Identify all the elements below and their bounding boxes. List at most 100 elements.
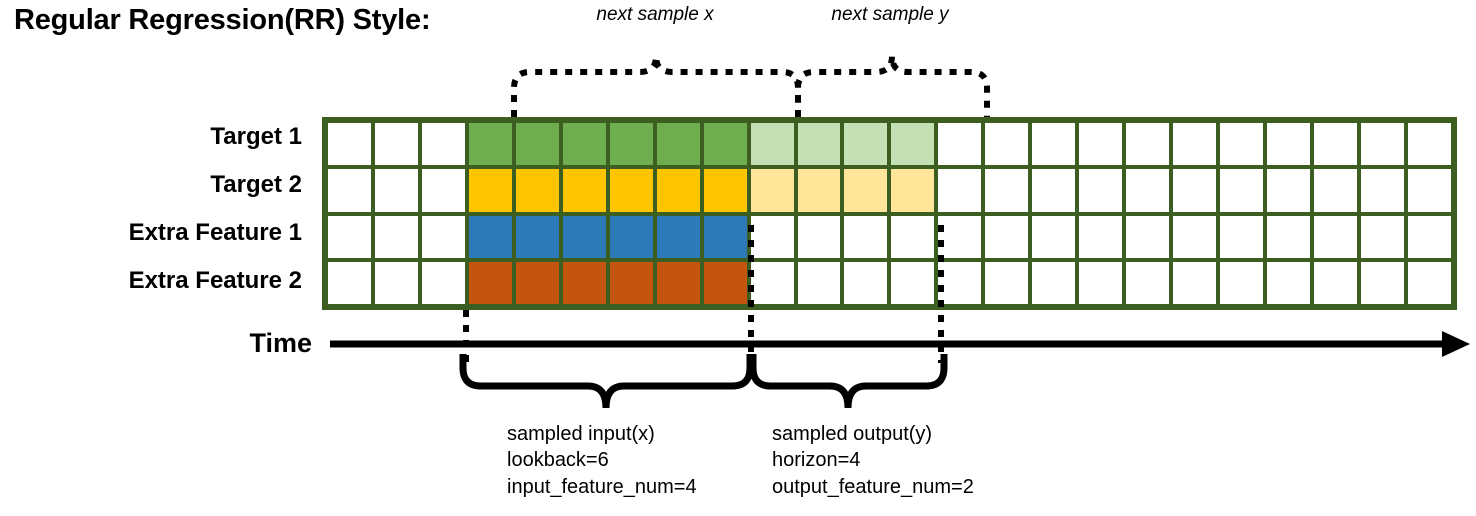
grid-cell-empty: [1030, 121, 1078, 168]
grid-cell-empty: [842, 259, 890, 306]
timeline-grid: [322, 117, 1457, 310]
grid-cell-empty: [1265, 121, 1313, 168]
page-title: Regular Regression(RR) Style:: [14, 4, 431, 36]
grid-cell-input: [513, 259, 561, 306]
grid-cell-output: [748, 121, 796, 168]
grid-cell-empty: [1312, 259, 1359, 306]
grid-cell-input: [654, 167, 702, 214]
grid-cell-empty: [1077, 167, 1125, 214]
grid-cell-input: [513, 213, 561, 260]
grid-cell-input: [701, 213, 749, 260]
grid-cell-empty: [748, 259, 796, 306]
boundary-dotted-lines: [463, 225, 944, 363]
bottom-braces: [459, 354, 948, 409]
grid-cell-input: [466, 259, 514, 306]
grid-cell-output: [889, 167, 937, 214]
grid-cell-input: [701, 259, 749, 306]
grid-cell-input: [607, 121, 655, 168]
grid-cell-empty: [326, 213, 373, 260]
grid-cell-empty: [1265, 213, 1313, 260]
grid-cell-empty: [1312, 167, 1359, 214]
grid-cell-empty: [1358, 213, 1406, 260]
grid-cell-input: [607, 167, 655, 214]
grid-cell-empty: [983, 167, 1031, 214]
grid-cell-input: [513, 167, 561, 214]
grid-cell-empty: [1265, 259, 1313, 306]
grid-cell-empty: [889, 213, 937, 260]
grid-cell-input: [466, 213, 514, 260]
grid-cell-empty: [1358, 259, 1406, 306]
grid-cell-output: [889, 121, 937, 168]
grid-cell-empty: [983, 121, 1031, 168]
grid-cell-empty: [1265, 167, 1313, 214]
grid-cell-empty: [983, 213, 1031, 260]
caption-input-lookback: lookback=6: [507, 449, 609, 472]
grid-cell-empty: [983, 259, 1031, 306]
grid-cell-empty: [936, 259, 984, 306]
grid-cell-empty: [936, 213, 984, 260]
grid-cell-empty: [1171, 213, 1219, 260]
grid-cell-input: [466, 121, 514, 168]
grid-cell-empty: [795, 259, 843, 306]
grid-cell-empty: [372, 121, 420, 168]
grid-cell-empty: [1405, 213, 1453, 260]
caption-output-feature-num: output_feature_num=2: [772, 475, 974, 498]
caption-sampled-output: sampled output(y) horizon=4 output_featu…: [772, 421, 974, 500]
grid-cell-empty: [419, 167, 467, 214]
grid-cell-empty: [1405, 167, 1453, 214]
grid-cell-empty: [1405, 121, 1453, 168]
grid-cell-empty: [372, 167, 420, 214]
caption-input-feature-num: input_feature_num=4: [507, 475, 697, 498]
grid-cell-output: [842, 167, 890, 214]
grid-cell-empty: [1218, 213, 1266, 260]
row-label-target-1: Target 1: [210, 123, 302, 150]
caption-sampled-input: sampled input(x) lookback=6 input_featur…: [507, 421, 697, 500]
grid-cell-empty: [326, 259, 373, 306]
grid-cell-empty: [1077, 213, 1125, 260]
grid-cell-input: [560, 121, 608, 168]
grid-cell-empty: [419, 259, 467, 306]
grid-cell-input: [701, 121, 749, 168]
grid-cell-empty: [936, 167, 984, 214]
caption-output-horizon: horizon=4: [772, 449, 861, 472]
grid-cell-empty: [1124, 167, 1172, 214]
row-label-extra-feature-2: Extra Feature 2: [128, 267, 302, 294]
grid-cell-empty: [1030, 213, 1078, 260]
grid-cell-input: [701, 167, 749, 214]
grid-row-3: [326, 213, 1453, 260]
time-axis-label: Time: [249, 328, 312, 358]
grid-cell-empty: [1358, 121, 1406, 168]
grid-cell-empty: [1124, 259, 1172, 306]
grid-cell-empty: [795, 213, 843, 260]
grid-cell-output: [842, 121, 890, 168]
grid-cell-input: [607, 259, 655, 306]
annotation-next-sample-x: next sample x: [596, 4, 714, 25]
grid-cell-empty: [1077, 259, 1125, 306]
grid-cell-empty: [748, 213, 796, 260]
grid-cell-empty: [1030, 167, 1078, 214]
grid-row-1: [326, 121, 1453, 168]
grid-cell-output: [795, 167, 843, 214]
grid-cell-empty: [1171, 167, 1219, 214]
grid-cell-empty: [1358, 167, 1406, 214]
grid-cell-empty: [1218, 167, 1266, 214]
grid-cell-empty: [1124, 121, 1172, 168]
grid-cell-empty: [419, 213, 467, 260]
annotation-next-sample-y: next sample y: [831, 4, 949, 25]
row-label-extra-feature-1: Extra Feature 1: [128, 219, 302, 246]
grid-cell-empty: [889, 259, 937, 306]
grid-cell-output: [748, 167, 796, 214]
grid-cell-empty: [1218, 121, 1266, 168]
grid-cell-empty: [419, 121, 467, 168]
grid-cell-empty: [1077, 121, 1125, 168]
grid-cell-input: [607, 213, 655, 260]
grid-cell-input: [560, 259, 608, 306]
grid-cell-empty: [1124, 213, 1172, 260]
grid-cell-empty: [326, 121, 373, 168]
grid-cell-empty: [1312, 121, 1359, 168]
top-dotted-braces: [511, 55, 990, 117]
grid-cell-empty: [1171, 259, 1219, 306]
grid-cell-input: [654, 121, 702, 168]
row-label-column: Target 1 Target 2 Extra Feature 1 Extra …: [22, 117, 314, 310]
